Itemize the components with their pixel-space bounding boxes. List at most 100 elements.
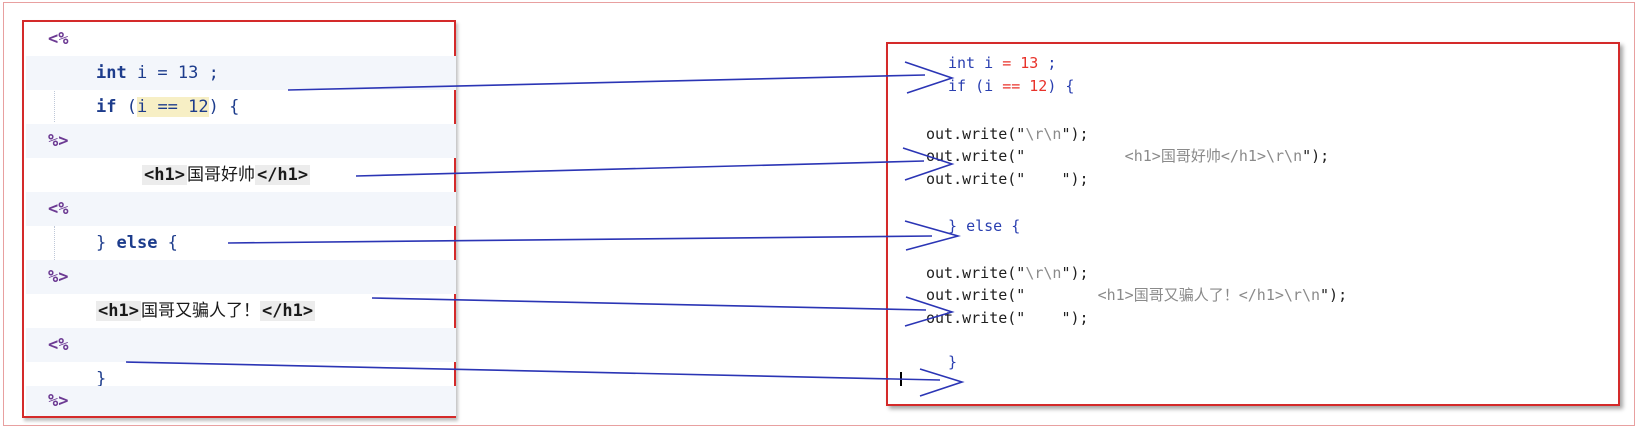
code-token: } (948, 353, 958, 371)
line-text: if (i == 12) { (96, 90, 239, 124)
code-token: i == 12 (136, 97, 209, 117)
code-token: else (966, 217, 1003, 235)
code-token: ; (198, 63, 219, 83)
code-line: int i = 13 ; (26, 56, 456, 90)
code-token: 13 (1020, 54, 1039, 72)
code-line: %> (26, 124, 456, 158)
code-token: ) { (1047, 77, 1075, 95)
code-token: out.write(" (926, 309, 1026, 327)
outer-frame (3, 2, 1635, 426)
line-text: <% (48, 328, 68, 362)
code-token: int (948, 54, 976, 72)
code-token: else (116, 233, 158, 253)
code-token: ; (1038, 54, 1057, 72)
code-token: ( (116, 97, 137, 117)
code-token: { (157, 233, 178, 253)
java-line: out.write(" <h1>国哥好帅</h1>\r\n"); (926, 145, 1329, 167)
code-line: <% (26, 328, 456, 362)
code-token: </h1>\r\n (1220, 147, 1303, 165)
code-line: } (26, 362, 456, 396)
code-token: <h1> (1025, 147, 1161, 165)
code-token: %> (48, 391, 69, 411)
arrow-head (904, 296, 955, 327)
code-token: if (948, 77, 967, 95)
code-token: out.write(" (926, 264, 1026, 282)
code-token: } (96, 233, 117, 253)
code-token: <h1> (1025, 286, 1134, 304)
code-token: <h1> (142, 165, 187, 185)
line-text: int i = 13 ; (96, 56, 219, 90)
code-line: %> (26, 386, 456, 416)
code-token: \r\n (1025, 264, 1062, 282)
java-line: if (i == 12) { (948, 75, 1074, 97)
java-line: out.write("\r\n"); (926, 262, 1089, 284)
code-line: %> (26, 260, 456, 294)
code-token: <h1> (96, 301, 141, 321)
code-token: "); (1061, 264, 1089, 282)
jsp-source-panel: <% int i = 13 ; if (i == 12) { %> <h1>国哥… (22, 20, 456, 418)
code-token: out.write(" (926, 286, 1026, 304)
code-token: "); (1061, 309, 1089, 327)
code-token: (i (966, 77, 1003, 95)
code-line: <h1>国哥又骗人了！</h1> (26, 294, 456, 328)
java-line: int i = 13 ; (948, 52, 1056, 74)
line-text: <% (48, 22, 68, 56)
code-token: 12 (1029, 77, 1048, 95)
java-line: } else { (948, 215, 1020, 237)
code-token: i (975, 54, 1003, 72)
code-token: } (948, 217, 967, 235)
arrow-line (287, 74, 926, 91)
code-token: 13 (177, 63, 199, 83)
code-token: out.write(" (926, 125, 1026, 143)
line-text: %> (48, 124, 68, 158)
code-token: <% (48, 335, 69, 355)
code-token: { (1002, 217, 1021, 235)
line-text: <h1>国哥又骗人了！</h1> (96, 294, 316, 328)
indent-guide (54, 226, 55, 260)
code-token: == (1002, 77, 1021, 95)
code-token: out.write(" (926, 170, 1026, 188)
code-token: \r\n (1025, 125, 1062, 143)
line-text: %> (48, 260, 68, 294)
code-line: <% (26, 22, 456, 56)
line-text: <h1>国哥好帅</h1> (142, 158, 311, 192)
java-line: out.write(" "); (926, 168, 1089, 190)
code-token: "); (1302, 147, 1330, 165)
code-token: </h1>\r\n (1238, 286, 1321, 304)
code-token: %> (48, 267, 69, 287)
code-token: 国哥又骗人了！ (140, 301, 260, 321)
code-token: "); (1061, 170, 1089, 188)
line-text: %> (48, 386, 68, 416)
code-token: ) { (208, 97, 240, 117)
code-token: </h1> (259, 301, 316, 321)
code-token: 国哥又骗人了！ (1133, 286, 1239, 304)
line-text: <% (48, 192, 68, 226)
code-token: 国哥好帅 (186, 165, 255, 185)
arrow-line (125, 361, 941, 381)
arrow-head (902, 147, 955, 181)
code-token: int (96, 63, 127, 83)
arrow-head (919, 368, 965, 397)
code-token: </h1> (254, 165, 311, 185)
code-token: <% (48, 199, 69, 219)
code-token: %> (48, 131, 69, 151)
code-line: } else { (26, 226, 456, 260)
arrow-head (904, 220, 962, 251)
arrow-head (904, 61, 955, 94)
arrow-line (371, 297, 927, 311)
code-token: 国哥好帅 (1160, 147, 1221, 165)
java-line: } (948, 351, 957, 373)
generated-java-panel: int i = 13 ; if (i == 12) { out.write("\… (886, 42, 1620, 406)
line-text: } (96, 362, 106, 396)
code-token: if (96, 97, 117, 117)
arrow-line (355, 160, 925, 177)
code-token: } (96, 369, 107, 389)
line-text: } else { (96, 226, 178, 260)
java-line: out.write("\r\n"); (926, 123, 1089, 145)
java-line: out.write(" "); (926, 307, 1089, 329)
code-token: "); (1320, 286, 1348, 304)
code-token: <% (48, 29, 69, 49)
code-token: "); (1061, 125, 1089, 143)
code-token: out.write(" (926, 147, 1026, 165)
